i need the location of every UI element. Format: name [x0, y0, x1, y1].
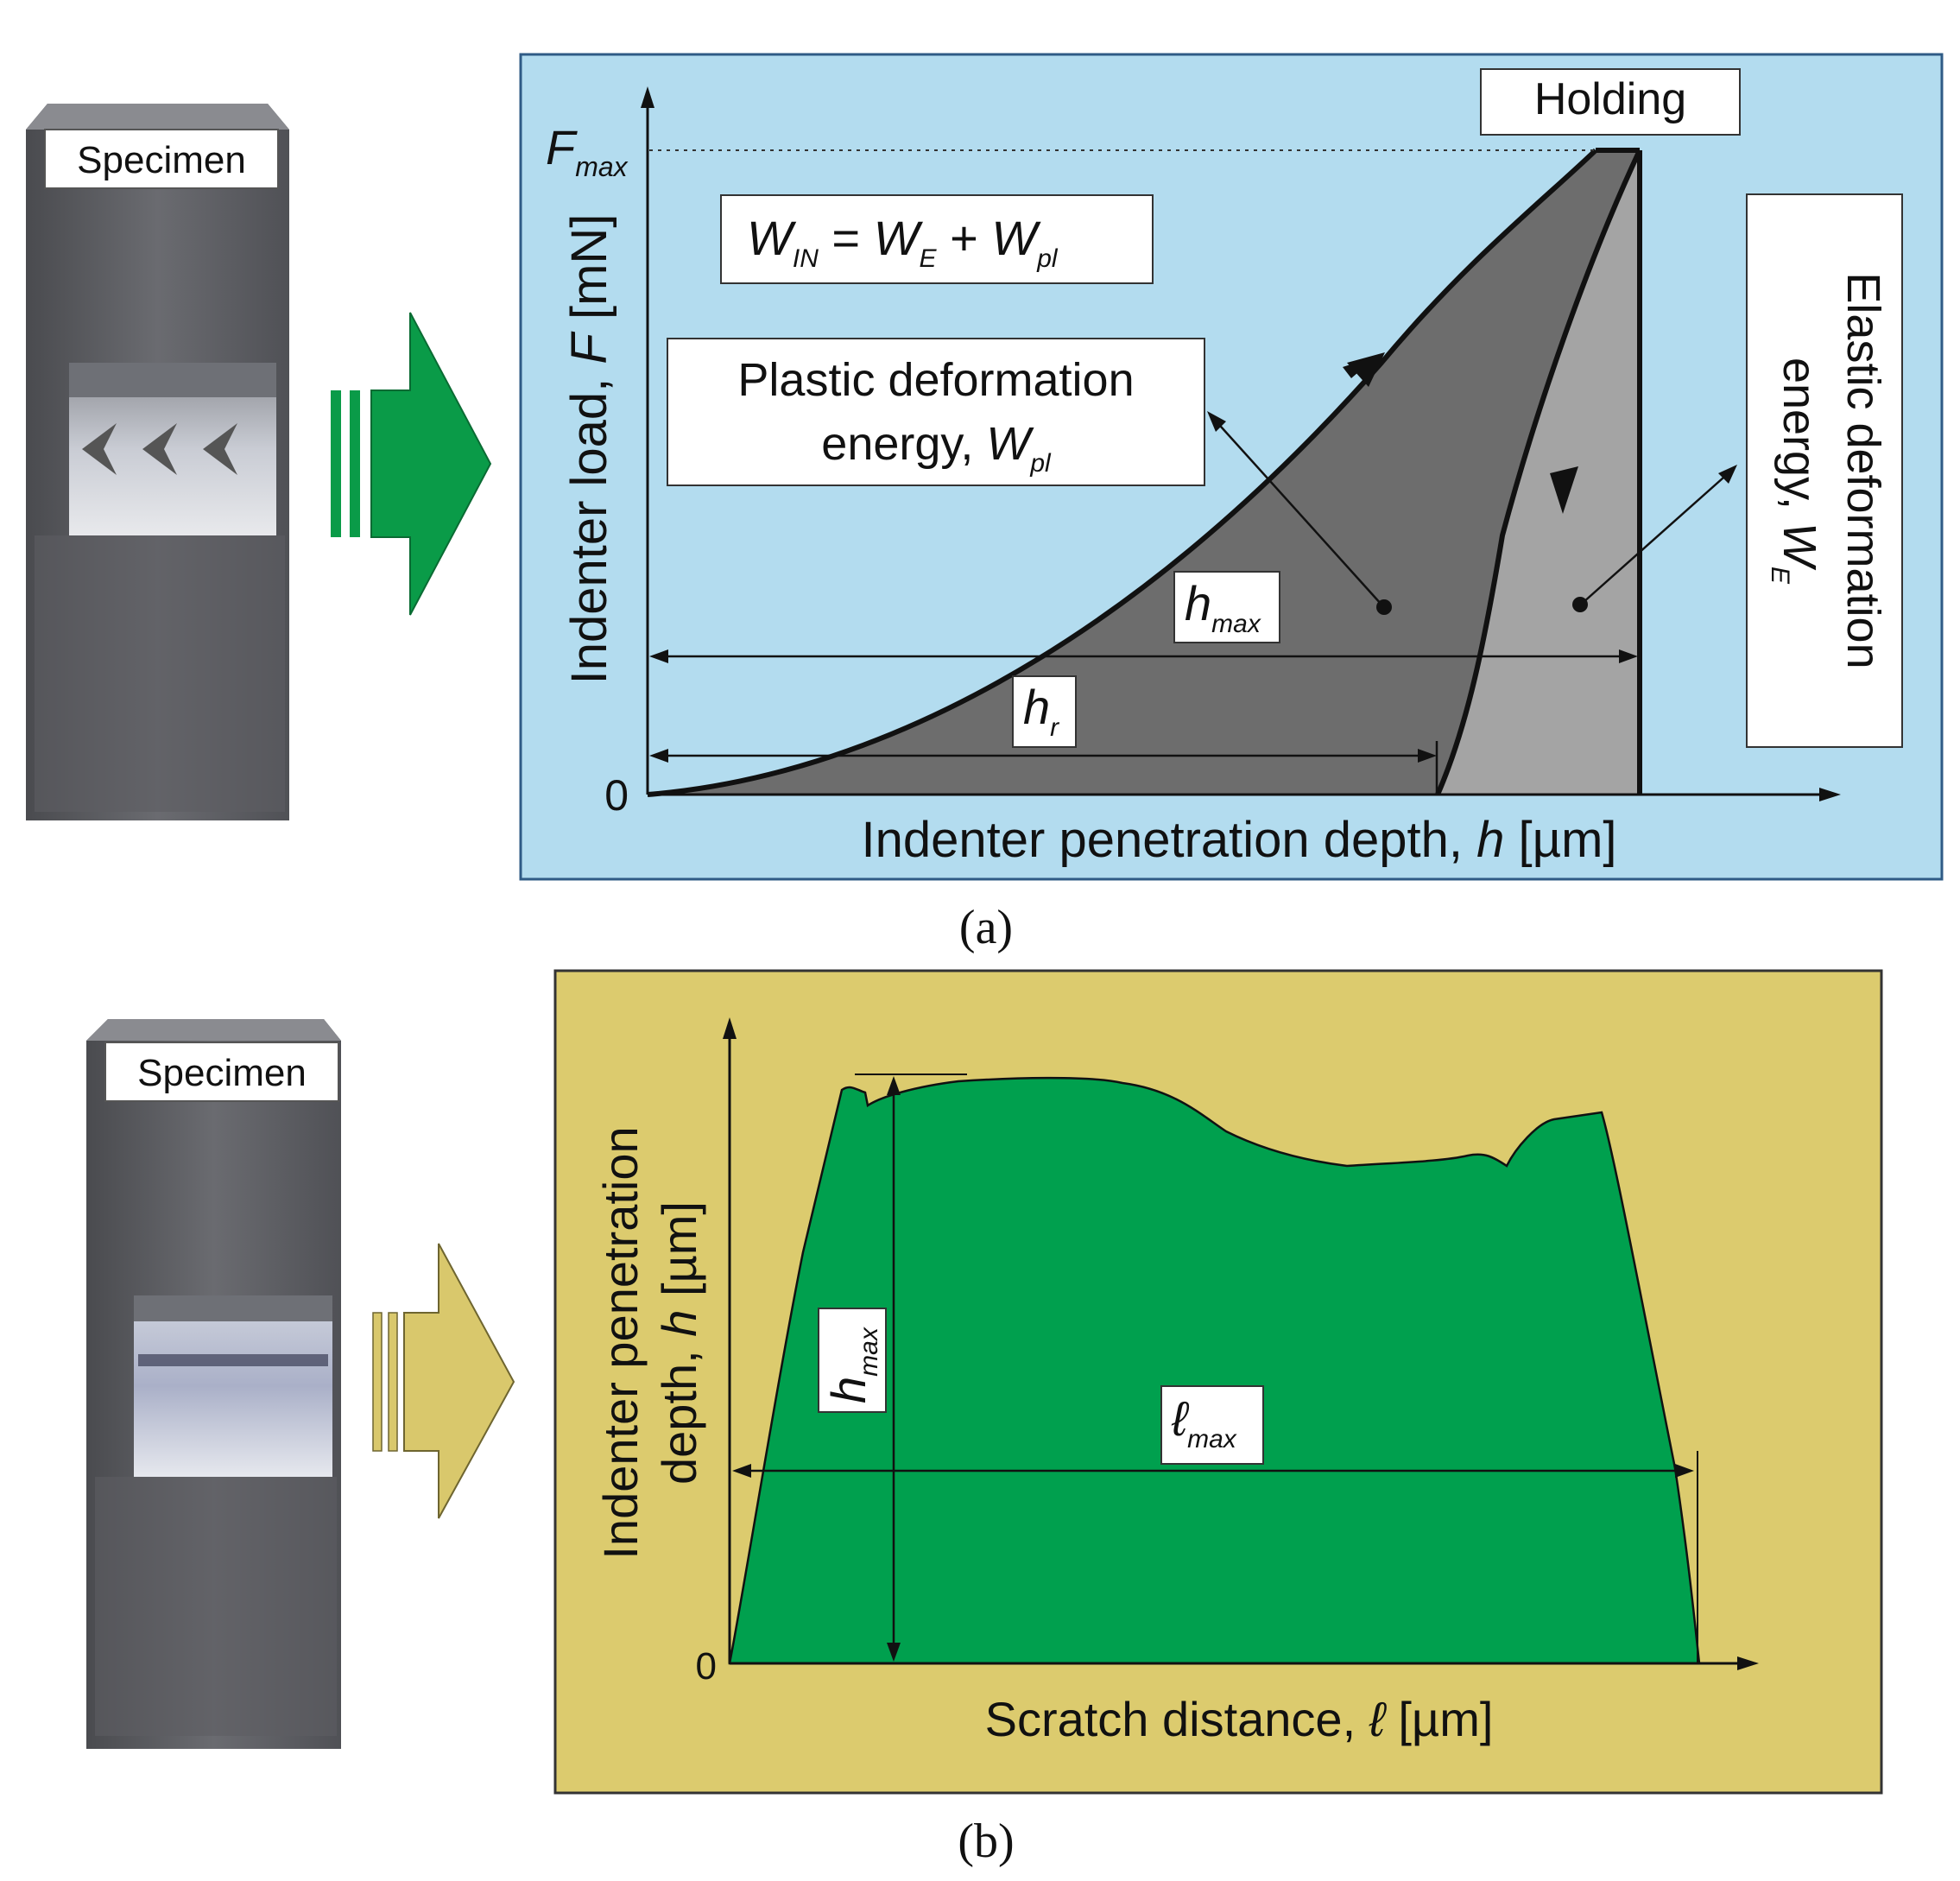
loading-curve — [647, 148, 1598, 797]
lmax-label: ℓmax — [1171, 1391, 1237, 1454]
origin-label-a: 0 — [604, 771, 629, 820]
hmax-right-arrowhead — [1619, 649, 1638, 663]
specimen-label-box-a — [44, 129, 279, 189]
hr-left-arrowhead — [649, 749, 668, 763]
fmax-label: Fmax — [546, 120, 629, 182]
unloading-curve — [1435, 149, 1642, 796]
plastic-label-box — [667, 338, 1205, 486]
panel-a: Specimen — [26, 53, 1944, 954]
origin-label-b: 0 — [696, 1645, 717, 1688]
specimen-image-a — [26, 104, 289, 820]
scratch-profile-area — [728, 1076, 1701, 1665]
y-axis-label-b-line1: Indenter penetration — [593, 1126, 648, 1559]
specimen-image-b — [86, 1019, 341, 1749]
plastic-leader-line — [1212, 417, 1382, 605]
holding-label: Holding — [1534, 74, 1686, 124]
hmax-b-label: hmax — [821, 1327, 883, 1403]
elastic-label-line1: Elastic deformation — [1837, 272, 1889, 668]
hr-right-arrowhead — [1418, 749, 1437, 763]
specimen-label-box-b — [104, 1042, 339, 1102]
plastic-area-dot — [1376, 599, 1392, 615]
hmax-label-box — [1173, 571, 1280, 643]
hr-label-box — [1012, 675, 1077, 748]
caption-a: (a) — [959, 901, 1013, 954]
panel-b: Specimen hmax ℓmax 0 Ind — [86, 969, 1883, 1868]
elastic-energy-area — [1438, 150, 1640, 795]
x-axis-a-arrowhead — [1819, 788, 1841, 801]
holding-label-box — [1480, 68, 1741, 136]
process-arrow-b — [372, 1243, 515, 1519]
elastic-leader-line — [1582, 470, 1732, 604]
elastic-label-line2: energy, WE — [1766, 358, 1825, 585]
equation-text: WIN = WE + Wpl — [747, 211, 1059, 273]
plastic-energy-area — [648, 150, 1640, 795]
lmax-right-arrowhead — [1675, 1464, 1694, 1478]
elastic-leader-arrowhead — [1718, 465, 1737, 484]
y-axis-b-arrowhead — [723, 1017, 737, 1039]
elastic-area-dot — [1572, 597, 1588, 612]
process-arrow-a — [331, 312, 492, 616]
specimen-label-a: Specimen — [77, 139, 246, 181]
y-axis-a-arrowhead — [641, 86, 654, 108]
x-axis-label-a: Indenter penetration depth, h [µm] — [862, 812, 1617, 868]
hmax-b-top-arrowhead — [887, 1076, 901, 1095]
elastic-label-box — [1746, 193, 1903, 748]
hmax-b-label-box — [818, 1308, 887, 1413]
hr-label: hr — [1023, 680, 1059, 742]
hmax-label: hmax — [1185, 576, 1261, 638]
plastic-leader-arrowhead — [1207, 411, 1226, 432]
y-axis-label-b-line2: depth, h [µm] — [652, 1201, 706, 1485]
x-axis-b-arrowhead — [1737, 1656, 1759, 1670]
caption-b: (b) — [958, 1814, 1014, 1868]
plastic-label-line2: energy, Wpl — [821, 418, 1052, 478]
hmax-b-bottom-arrowhead — [887, 1643, 901, 1662]
lmax-label-box — [1160, 1385, 1264, 1465]
y-axis-label-a: Indenter load, F [mN] — [561, 214, 617, 685]
unloading-direction-arrowhead — [1550, 466, 1578, 514]
hmax-left-arrowhead — [649, 649, 668, 663]
plastic-label-line1: Plastic deformation — [737, 354, 1134, 406]
specimen-label-b: Specimen — [137, 1052, 307, 1094]
x-axis-label-b: Scratch distance, ℓ [µm] — [985, 1692, 1494, 1746]
lmax-left-arrowhead — [732, 1464, 751, 1478]
loading-direction-arrowhead — [1347, 352, 1385, 387]
equation-box — [720, 194, 1154, 284]
